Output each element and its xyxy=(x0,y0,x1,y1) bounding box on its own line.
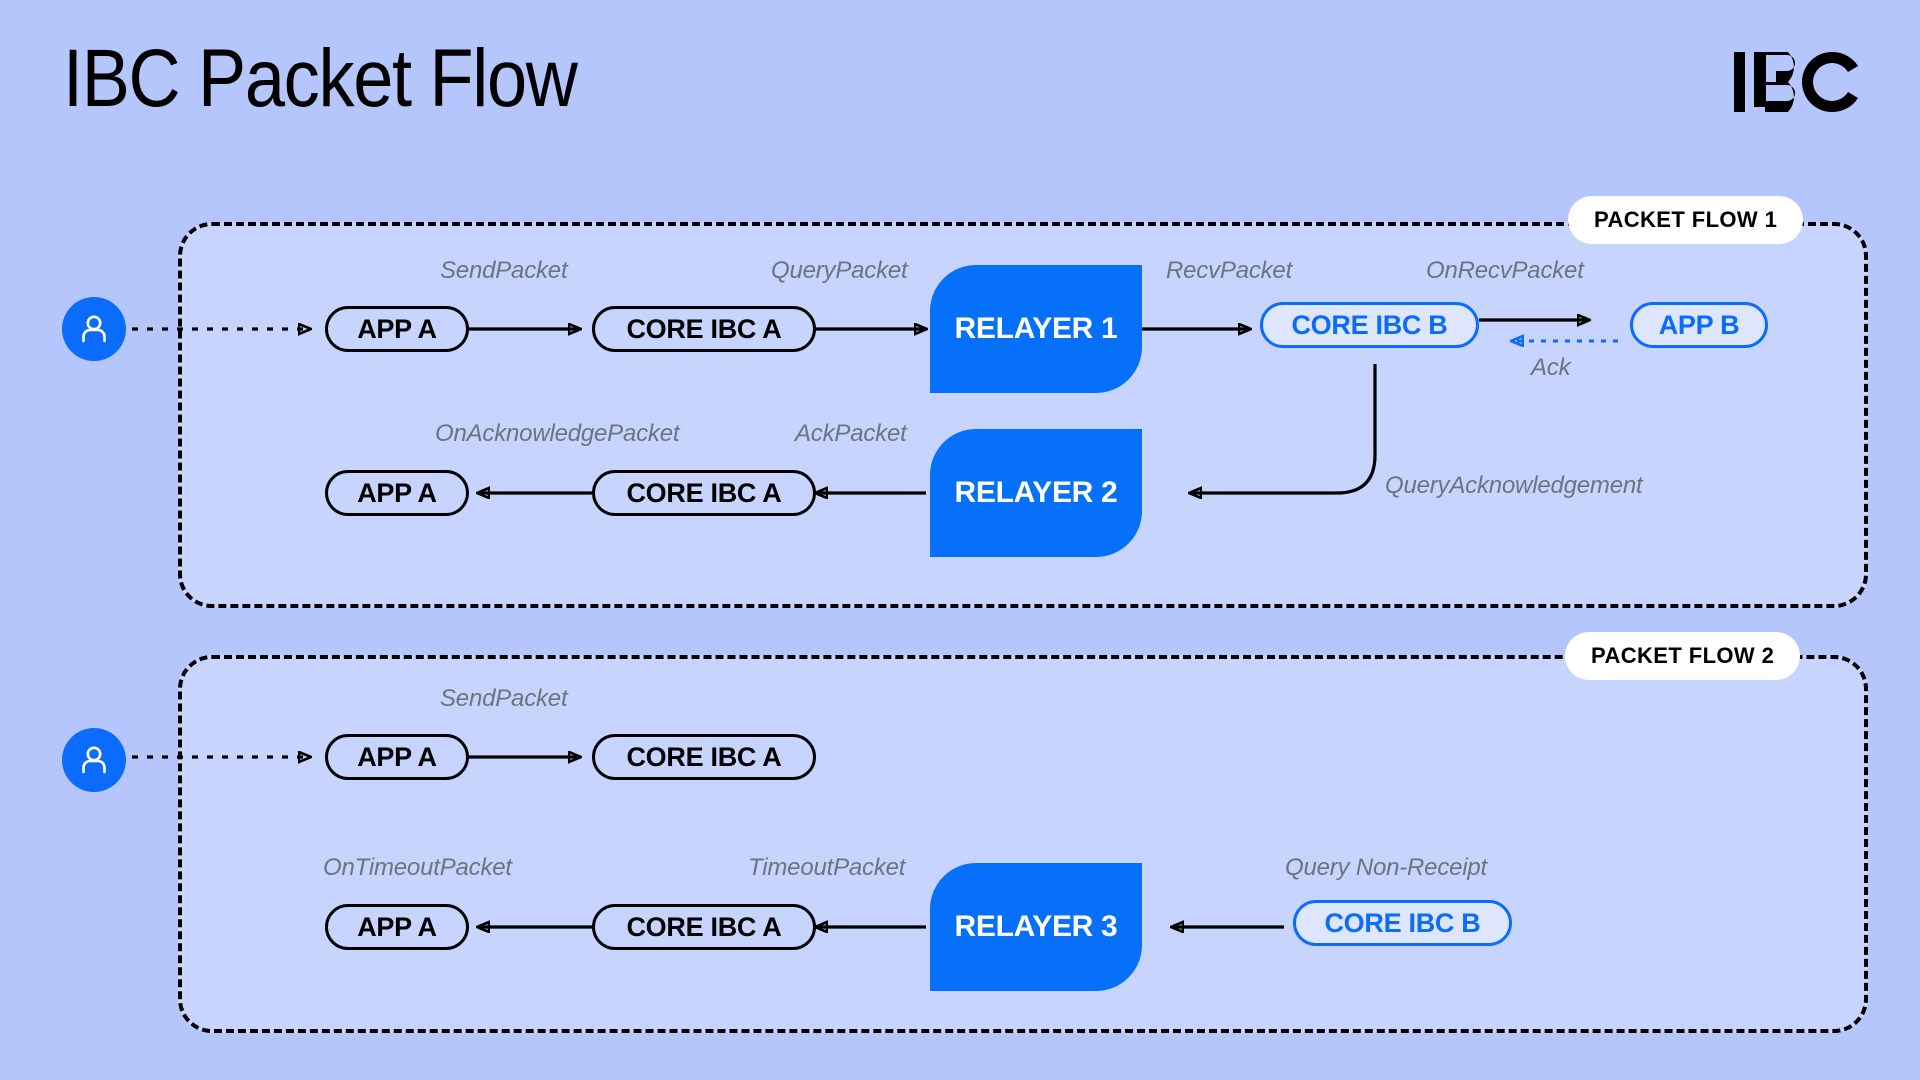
node-app-b-flow1[interactable]: APP B xyxy=(1630,302,1768,348)
node-core-ibc-b-flow1[interactable]: CORE IBC B xyxy=(1260,302,1479,348)
label-on-acknowledge-packet-flow1: OnAcknowledgePacket xyxy=(435,420,680,447)
packet-flow-2-badge: PACKET FLOW 2 xyxy=(1565,632,1801,680)
node-relayer-2[interactable]: RELAYER 2 xyxy=(930,429,1142,557)
label-on-timeout-packet-flow2: OnTimeoutPacket xyxy=(323,854,512,881)
ibc-logo-icon xyxy=(1734,51,1858,113)
node-app-a-flow2-row1[interactable]: APP A xyxy=(325,734,469,780)
page-title: IBC Packet Flow xyxy=(63,33,578,124)
label-send-packet-flow2: SendPacket xyxy=(440,685,568,712)
node-core-ibc-a-flow2-row2[interactable]: CORE IBC A xyxy=(592,904,816,950)
node-relayer-1[interactable]: RELAYER 1 xyxy=(930,265,1142,393)
label-ack-packet-flow1: AckPacket xyxy=(795,420,907,447)
node-app-a-flow1-row2[interactable]: APP A xyxy=(325,470,469,516)
node-app-a-flow1-row1[interactable]: APP A xyxy=(325,306,469,352)
label-query-non-receipt-flow2: Query Non-Receipt xyxy=(1285,854,1488,881)
node-core-ibc-a-flow1-row1[interactable]: CORE IBC A xyxy=(592,306,816,352)
user-avatar-flow-2[interactable] xyxy=(62,728,126,792)
label-timeout-packet-flow2: TimeoutPacket xyxy=(748,854,906,881)
node-core-ibc-b-flow2[interactable]: CORE IBC B xyxy=(1293,900,1512,946)
node-core-ibc-a-flow2-row1[interactable]: CORE IBC A xyxy=(592,734,816,780)
user-avatar-flow-1[interactable] xyxy=(62,297,126,361)
node-core-ibc-a-flow1-row2[interactable]: CORE IBC A xyxy=(592,470,816,516)
label-on-recv-packet-flow1: OnRecvPacket xyxy=(1426,257,1584,284)
label-send-packet-flow1: SendPacket xyxy=(440,257,568,284)
label-ack-flow1: Ack xyxy=(1531,354,1571,381)
user-icon xyxy=(82,315,106,343)
node-relayer-3[interactable]: RELAYER 3 xyxy=(930,863,1142,991)
label-recv-packet-flow1: RecvPacket xyxy=(1166,257,1293,284)
packet-flow-1-badge: PACKET FLOW 1 xyxy=(1568,196,1804,244)
user-icon xyxy=(82,746,106,774)
label-query-packet-flow1: QueryPacket xyxy=(771,257,908,284)
label-query-acknowledgement-flow1: QueryAcknowledgement xyxy=(1385,472,1643,499)
node-app-a-flow2-row2[interactable]: APP A xyxy=(325,904,469,950)
